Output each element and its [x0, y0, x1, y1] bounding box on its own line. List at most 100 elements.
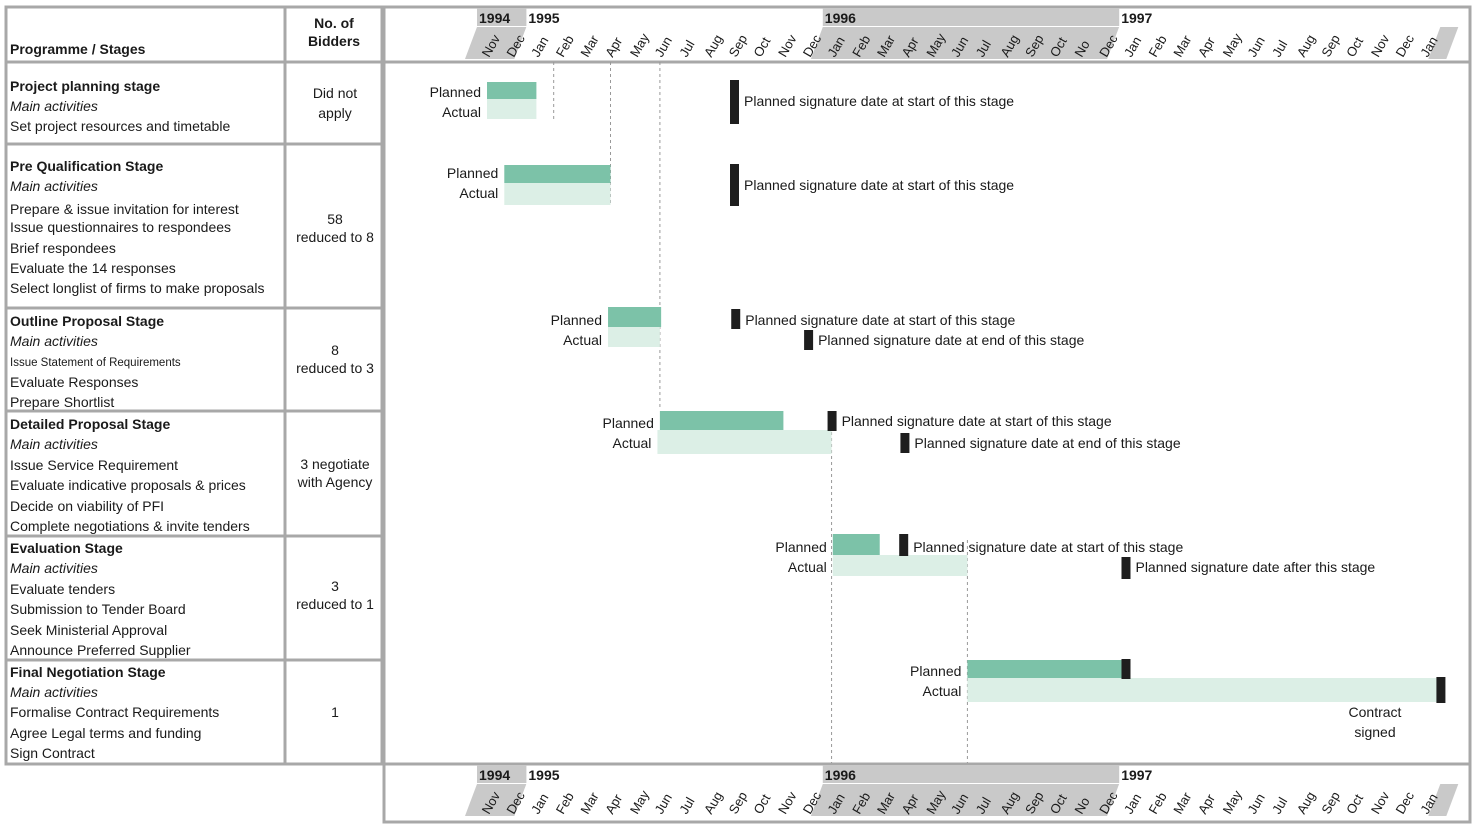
planned-label: Planned — [551, 312, 602, 328]
activity-item: Submission to Tender Board — [10, 601, 186, 617]
planned-label: Planned — [430, 84, 481, 100]
month-band-1997 — [1107, 27, 1441, 59]
planned-label: Planned — [910, 663, 961, 679]
year-label: 1994 — [479, 767, 510, 783]
year-label: 1994 — [479, 10, 510, 26]
bidders-count: Did not — [312, 85, 358, 101]
activity-item: Select longlist of firms to make proposa… — [10, 280, 265, 296]
activities-heading: Main activities — [10, 333, 98, 349]
activity-item: Brief respondees — [10, 240, 116, 256]
month-label: No — [1071, 795, 1092, 817]
signature-marker — [804, 330, 814, 350]
signature-marker — [900, 433, 910, 453]
bidders-count: 3 negotiate — [300, 456, 370, 472]
marker-label: Planned signature date at start of this … — [913, 539, 1183, 555]
activity-item: Issue Statement of Requirements — [10, 357, 181, 369]
signature-marker — [1121, 659, 1131, 679]
stage-title: Detailed Proposal Stage — [10, 416, 171, 432]
activities-heading: Main activities — [10, 98, 98, 114]
month-label: No — [1071, 38, 1092, 60]
bidders-count: apply — [318, 105, 352, 121]
bidders-count: reduced to 8 — [296, 229, 374, 245]
stage-title: Final Negotiation Stage — [10, 664, 166, 680]
marker-label: Planned signature date at start of this … — [744, 177, 1014, 193]
bidders-count: with Agency — [297, 474, 373, 490]
bottom-axis-border — [382, 762, 1472, 824]
marker-label: Planned signature date at end of this st… — [914, 435, 1180, 451]
activity-item: Prepare Shortlist — [10, 394, 115, 410]
month-label: Jul — [676, 38, 697, 60]
signature-marker — [731, 309, 741, 329]
actual-label: Actual — [922, 683, 961, 699]
activity-item: Evaluate Responses — [10, 374, 139, 390]
actual-bar — [832, 555, 968, 576]
year-band-1994 — [477, 8, 527, 26]
planned-bar — [504, 165, 611, 183]
year-label: 1996 — [825, 767, 856, 783]
activity-item: Complete negotiations & invite tenders — [10, 518, 250, 534]
signature-marker — [827, 411, 837, 431]
year-label: 1996 — [825, 10, 856, 26]
activity-item: Announce Preferred Supplier — [10, 642, 191, 658]
activity-item: Evaluate tenders — [10, 581, 116, 597]
activities-heading: Main activities — [10, 560, 98, 576]
signature-marker — [899, 534, 909, 556]
activities-heading: Main activities — [10, 436, 98, 452]
planned-bar — [967, 660, 1126, 678]
actual-bar — [487, 99, 537, 119]
month-band-1996 — [810, 27, 1120, 59]
month-band-1994 — [465, 784, 527, 816]
contract-signed-label: signed — [1354, 724, 1395, 740]
marker-label: Planned signature date at start of this … — [745, 312, 1015, 328]
planned-label: Planned — [603, 415, 654, 431]
activities-heading: Main activities — [10, 684, 98, 700]
year-band-1996 — [822, 765, 1120, 783]
marker-label: Planned signature date at start of this … — [744, 93, 1014, 109]
month-band-1995 — [514, 784, 823, 816]
month-band-1996 — [810, 784, 1120, 816]
activity-item: Seek Ministerial Approval — [10, 622, 168, 638]
bidders-header-line2: Bidders — [307, 33, 361, 49]
marker-label: Planned signature date after this stage — [1135, 559, 1375, 575]
marker-label: Planned signature date at start of this … — [842, 413, 1112, 429]
activity-item: Formalise Contract Requirements — [10, 704, 220, 720]
activity-item: Sign Contract — [10, 745, 95, 761]
activity-item: Issue questionnaires to respondees — [10, 219, 232, 235]
year-band-1996 — [822, 8, 1120, 26]
activity-item: Evaluate the 14 responses — [10, 260, 176, 276]
activity-item: Prepare & issue invitation for interest — [10, 201, 239, 217]
signature-marker — [730, 80, 739, 124]
stage-title: Outline Proposal Stage — [10, 313, 165, 329]
bidders-header-line1: No. of — [314, 15, 354, 31]
actual-bar — [657, 430, 832, 454]
year-label: 1997 — [1121, 10, 1152, 26]
planned-bar — [608, 307, 662, 327]
actual-label: Actual — [613, 435, 652, 451]
actual-label: Actual — [459, 185, 498, 201]
programme-header: Programme / Stages — [10, 41, 146, 57]
actual-bar — [504, 183, 611, 205]
actual-label: Actual — [788, 559, 827, 575]
year-label: 1995 — [528, 767, 559, 783]
bidders-count: 3 — [331, 578, 339, 594]
contract-signed-label: Contract — [1349, 704, 1402, 720]
activity-item: Set project resources and timetable — [10, 118, 231, 134]
bidders-count: 8 — [331, 342, 339, 358]
stage-title: Project planning stage — [10, 78, 161, 94]
month-label: Jul — [973, 38, 994, 60]
month-label: Jul — [973, 795, 994, 817]
month-label: Jul — [676, 795, 697, 817]
signature-marker — [730, 164, 739, 206]
planned-bar — [659, 411, 784, 430]
bidders-count: 58 — [327, 211, 343, 227]
month-band-1997 — [1107, 784, 1441, 816]
activity-item: Decide on viability of PFI — [10, 498, 165, 514]
bidders-count: reduced to 1 — [296, 596, 374, 612]
